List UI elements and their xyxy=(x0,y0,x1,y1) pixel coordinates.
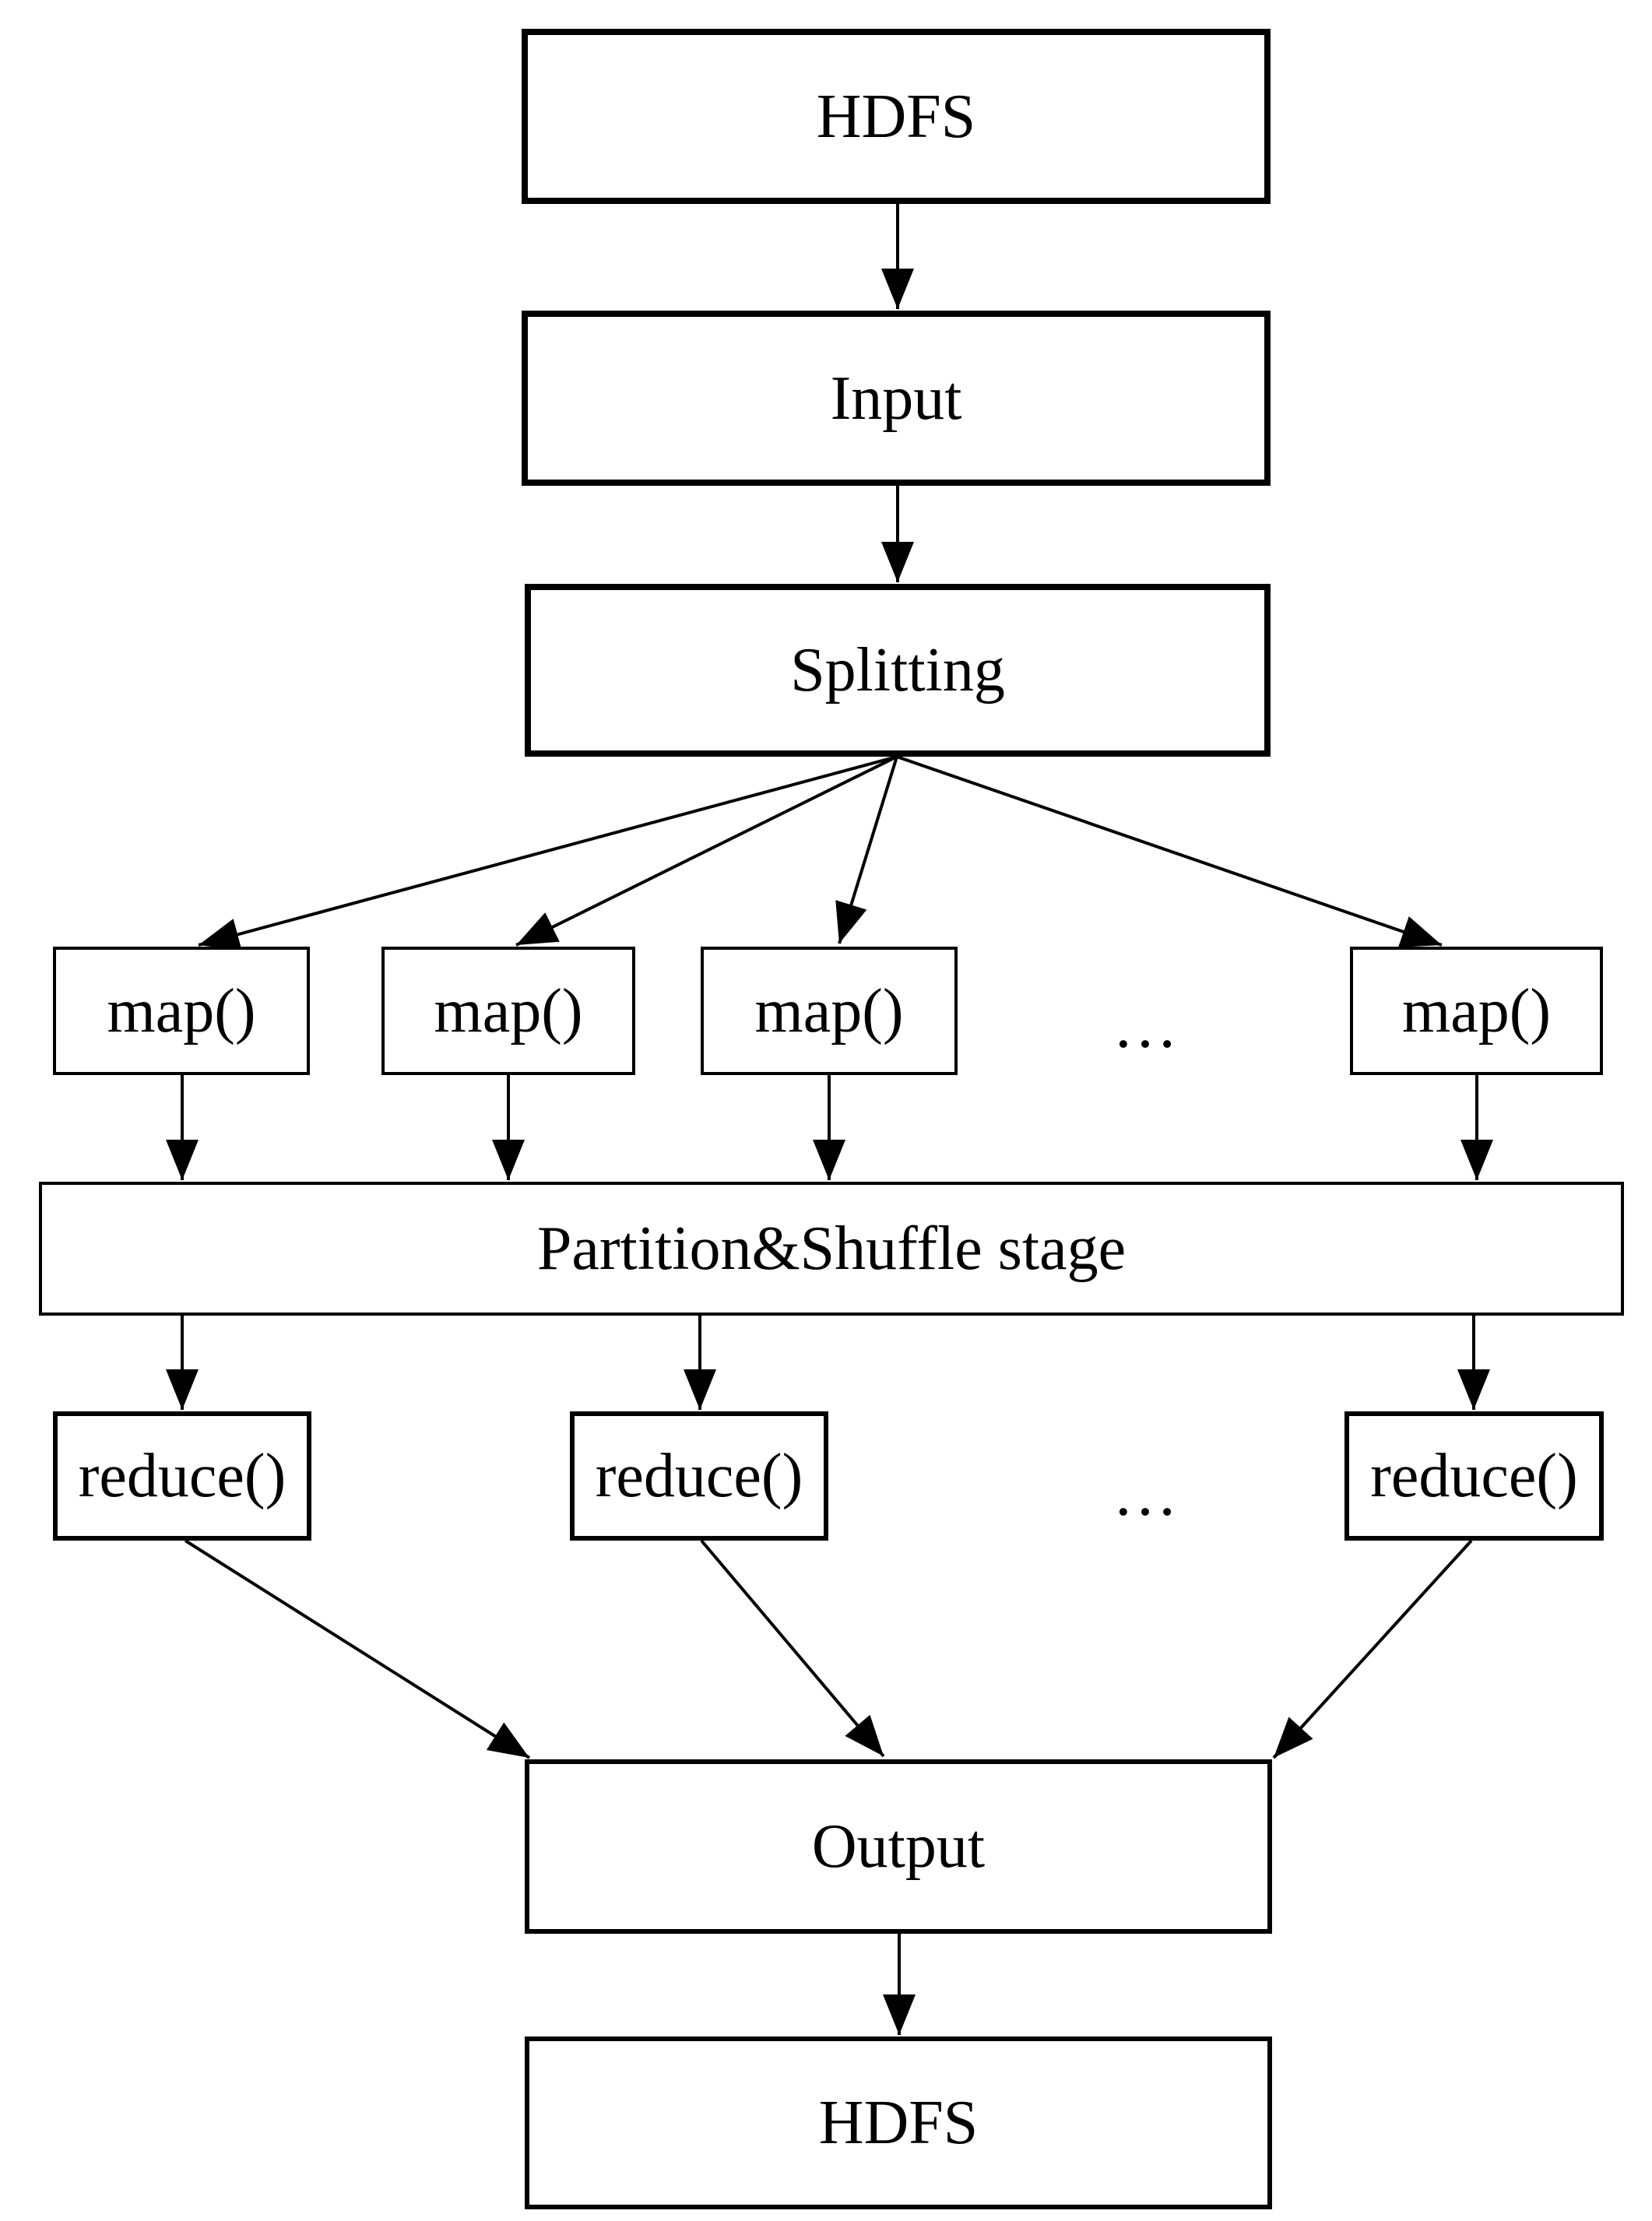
node-hdfs-top-label: HDFS xyxy=(816,82,976,151)
node-hdfs-top: HDFS xyxy=(522,29,1271,204)
node-partition-shuffle-stage: Partition&Shuffle stage xyxy=(39,1182,1624,1316)
map-row-ellipsis-label: … xyxy=(1112,989,1178,1062)
node-map-1-label: map() xyxy=(107,976,256,1045)
node-partition-shuffle-stage-label: Partition&Shuffle stage xyxy=(536,1214,1127,1283)
node-reduce-3: reduce() xyxy=(1344,1411,1604,1541)
node-reduce-2: reduce() xyxy=(570,1411,828,1541)
node-hdfs-bottom-label: HDFS xyxy=(818,2089,979,2157)
node-splitting-label: Splitting xyxy=(790,636,1005,705)
node-map-2-label: map() xyxy=(434,976,583,1045)
node-map-4: map() xyxy=(1350,947,1603,1075)
node-splitting: Splitting xyxy=(525,584,1271,757)
reduce-row-ellipsis: … xyxy=(1083,1447,1207,1541)
node-map-3: map() xyxy=(701,947,958,1075)
node-map-4-label: map() xyxy=(1401,976,1551,1045)
node-hdfs-bottom: HDFS xyxy=(525,2037,1272,2209)
arrow-splitting-to-map-3 xyxy=(835,756,898,944)
node-input-label: Input xyxy=(830,364,962,433)
node-map-3-label: map() xyxy=(754,976,904,1045)
node-input: Input xyxy=(522,311,1271,486)
map-row-ellipsis: … xyxy=(1083,979,1207,1073)
node-reduce-1-label: reduce() xyxy=(78,1442,286,1510)
arrow-reduce-3-to-output xyxy=(1272,1539,1473,1759)
node-reduce-1: reduce() xyxy=(53,1411,311,1541)
node-reduce-3-label: reduce() xyxy=(1370,1442,1578,1510)
node-reduce-2-label: reduce() xyxy=(595,1442,803,1510)
arrow-splitting-to-map-4 xyxy=(896,755,1443,947)
arrow-splitting-to-map-2 xyxy=(515,755,898,947)
node-map-2: map() xyxy=(381,947,635,1075)
arrow-splitting-to-map-1 xyxy=(198,755,898,951)
node-output-label: Output xyxy=(811,1812,986,1881)
reduce-row-ellipsis-label: … xyxy=(1112,1457,1178,1530)
node-output: Output xyxy=(525,1759,1272,1934)
arrow-reduce-1-to-output xyxy=(184,1539,531,1759)
arrow-reduce-2-to-output xyxy=(700,1539,885,1758)
node-map-1: map() xyxy=(53,947,310,1075)
